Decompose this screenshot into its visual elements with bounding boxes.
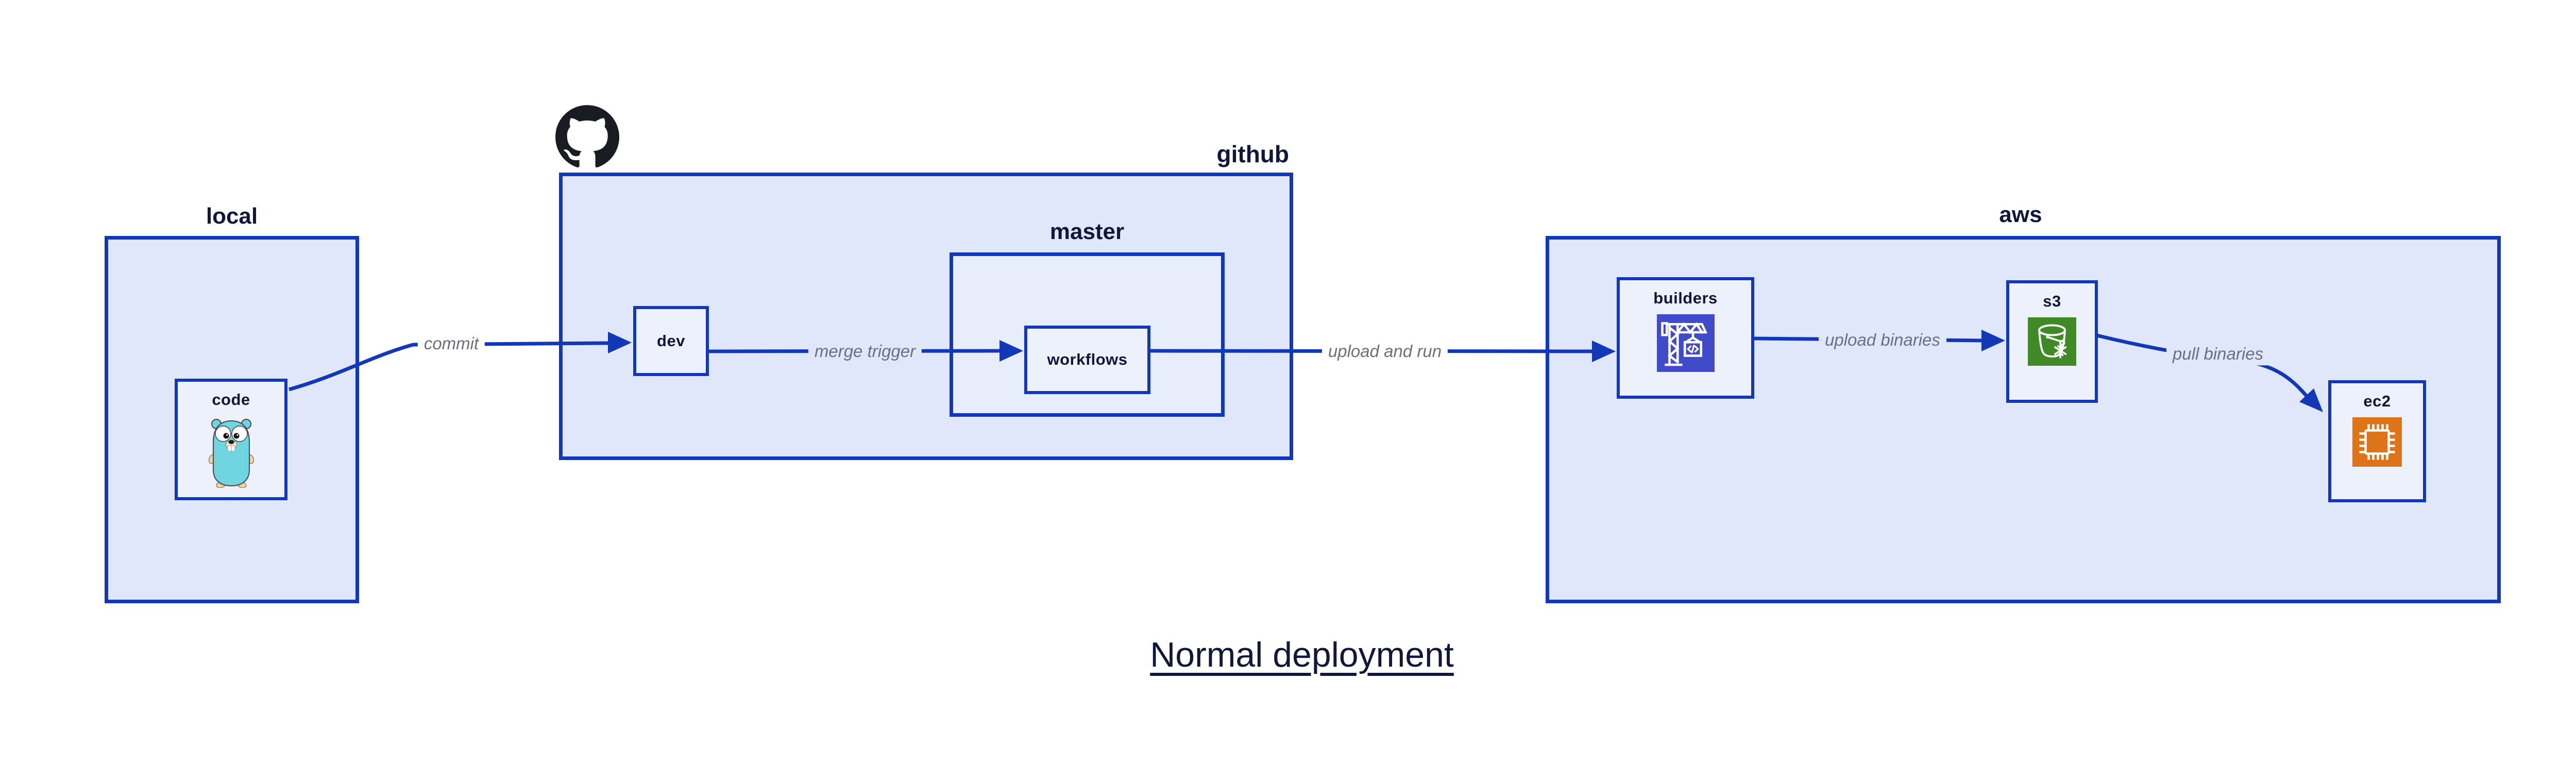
node-builders-label: builders — [1653, 289, 1718, 307]
node-s3-label: s3 — [2043, 292, 2061, 310]
container-github-label: github — [1216, 141, 1290, 167]
github-octocat-icon — [555, 105, 619, 167]
container-local-label: local — [206, 203, 258, 229]
edge-upload-and-run-label: upload and run — [1321, 340, 1448, 363]
container-master-label: master — [1049, 219, 1125, 244]
node-builders: builders — [1617, 277, 1754, 399]
construction-crane-icon — [1656, 314, 1715, 372]
node-workflows: workflows — [1024, 326, 1150, 394]
cpu-chip-icon — [2352, 417, 2402, 467]
bucket-snowflake-icon — [2028, 317, 2076, 366]
node-s3: s3 — [2006, 280, 2098, 403]
node-code-label: code — [212, 390, 250, 409]
edge-pull-binaries-label: pull binaries — [2166, 343, 2270, 365]
node-dev: dev — [633, 306, 709, 376]
node-code: code — [175, 379, 287, 500]
node-workflows-label: workflows — [1047, 350, 1128, 369]
node-ec2: ec2 — [2328, 380, 2426, 502]
edge-commit-label: commit — [417, 332, 485, 355]
node-ec2-label: ec2 — [2363, 392, 2391, 410]
edge-upload-binaries-label: upload binaries — [1819, 329, 1946, 351]
edge-merge-trigger-label: merge trigger — [808, 340, 922, 363]
container-aws-label: aws — [1999, 202, 2042, 227]
node-dev-label: dev — [657, 331, 685, 350]
diagram-title: Normal deployment — [1150, 635, 1454, 674]
go-gopher-icon — [208, 419, 254, 488]
